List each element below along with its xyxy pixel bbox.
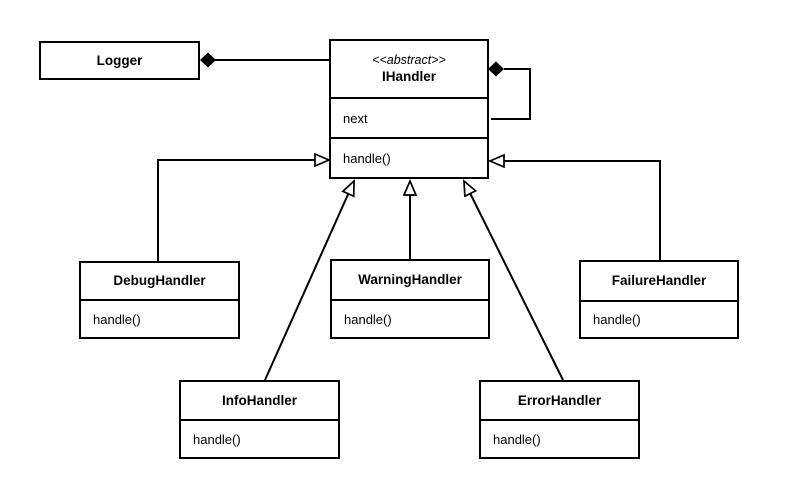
class-name-debughandler: DebugHandler bbox=[113, 273, 206, 289]
class-box-infohandler[interactable]: InfoHandler handle() bbox=[179, 380, 340, 459]
attribute-next: next bbox=[331, 97, 487, 137]
method-handle-failurehandler: handle() bbox=[581, 300, 737, 337]
class-box-debughandler[interactable]: DebugHandler handle() bbox=[79, 261, 240, 339]
class-name-infohandler: InfoHandler bbox=[221, 392, 297, 408]
method-handle-errorhandler: handle() bbox=[481, 419, 638, 457]
class-name-failurehandler: FailureHandler bbox=[611, 273, 707, 289]
method-handle-infohandler: handle() bbox=[181, 419, 338, 457]
class-box-failurehandler[interactable]: FailureHandler handle() bbox=[579, 260, 739, 339]
edge-failurehandler-ihandler-generalization[interactable] bbox=[490, 161, 661, 260]
method-handle-ihandler: handle() bbox=[331, 137, 487, 177]
class-name-ihandler: <<abstract>> IHandler bbox=[372, 53, 446, 85]
class-box-errorhandler[interactable]: ErrorHandler handle() bbox=[479, 380, 640, 459]
composition-diamond-icon bbox=[488, 61, 504, 77]
class-box-logger[interactable]: Logger bbox=[39, 41, 200, 80]
edge-ihandler-self-composition[interactable] bbox=[491, 68, 531, 120]
class-name-warninghandler: WarningHandler bbox=[358, 272, 462, 288]
class-box-ihandler[interactable]: <<abstract>> IHandler next handle() bbox=[329, 39, 489, 179]
method-handle-debughandler: handle() bbox=[81, 299, 238, 337]
stereotype-abstract: <<abstract>> bbox=[372, 53, 446, 68]
class-name-logger: Logger bbox=[96, 52, 143, 68]
class-box-warninghandler[interactable]: WarningHandler handle() bbox=[330, 259, 490, 339]
composition-diamond-icon bbox=[200, 52, 216, 68]
method-handle-warninghandler: handle() bbox=[332, 299, 488, 337]
edge-debughandler-ihandler-generalization[interactable] bbox=[157, 160, 329, 261]
class-name-errorhandler: ErrorHandler bbox=[517, 392, 602, 408]
